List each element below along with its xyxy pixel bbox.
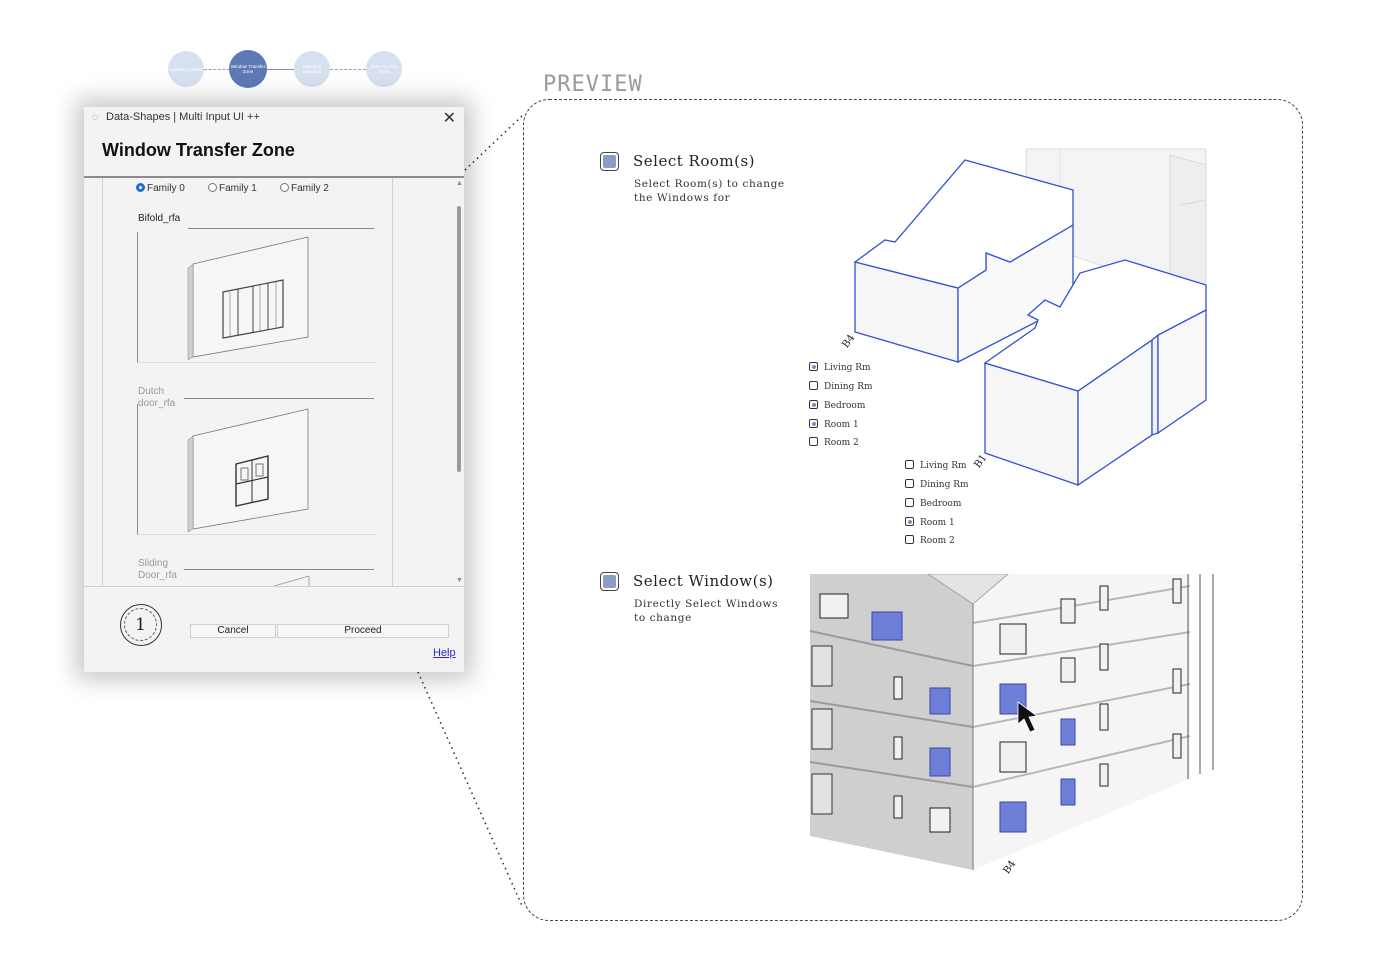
sliding-door-preview <box>273 575 310 586</box>
select-windows-title: Select Window(s) <box>633 572 774 590</box>
radio-family-2[interactable]: Family 2 <box>280 183 329 194</box>
scrollbar-thumb[interactable] <box>457 206 461 472</box>
title-bar: ◌ Data-Shapes | Multi Input UI ++ ✕ <box>84 107 464 129</box>
select-rooms-description: Select Room(s) to change the Windows for <box>634 177 785 205</box>
dutch-door-preview <box>187 408 309 533</box>
preview-label: PREVIEW <box>543 72 643 97</box>
family-scroll-area[interactable]: Family 0 Family 1 Family 2 Bifold_rfa Du… <box>84 178 464 586</box>
checkbox-checked-icon <box>809 362 818 371</box>
dialog-title: Window Transfer Zone <box>102 140 295 160</box>
room-label: Dining Rm <box>824 382 873 392</box>
checkbox-icon <box>809 437 818 446</box>
select-rooms-title: Select Room(s) <box>633 152 756 170</box>
label-rule <box>184 398 374 399</box>
select-windows-toggle[interactable] <box>600 572 619 591</box>
checkbox-checked-icon <box>809 400 818 409</box>
room-label: Bedroom <box>824 401 866 411</box>
room-option[interactable]: Dining Rm <box>905 479 969 490</box>
close-icon[interactable]: ✕ <box>442 110 456 127</box>
room-option[interactable]: Room 2 <box>905 535 955 546</box>
room-option[interactable]: Room 1 <box>809 419 859 430</box>
checkbox-icon <box>809 381 818 390</box>
room-blocks-isometric <box>853 148 1207 487</box>
select-rooms-toggle[interactable] <box>600 152 619 171</box>
room-label: Living Rm <box>824 363 871 373</box>
room-label: Room 1 <box>920 518 955 528</box>
room-block-b4 <box>853 159 1074 364</box>
checkbox-icon <box>905 498 914 507</box>
checkbox-checked-icon <box>809 419 818 428</box>
family-item-label: Sliding Door_rfa <box>138 558 177 581</box>
family-item-label: Bifold_rfa <box>138 213 181 224</box>
scroll-up-icon[interactable]: ▲ <box>456 180 463 187</box>
room-label: Room 2 <box>824 438 859 448</box>
radio-label: Family 0 <box>147 183 185 194</box>
cancel-button[interactable]: Cancel <box>190 624 276 638</box>
step-connector <box>266 69 294 70</box>
vertical-scrollbar[interactable]: ▲ ▼ <box>455 178 464 586</box>
proceed-button[interactable]: Proceed <box>277 624 449 638</box>
family-preview-image[interactable] <box>137 232 376 363</box>
building-facade-render <box>809 574 1214 870</box>
step-indicator: Existing Context Window Transfer Zone Ma… <box>168 50 404 89</box>
room-option[interactable]: Dining Rm <box>809 381 873 392</box>
checkbox-icon <box>905 535 914 544</box>
radio-label: Family 2 <box>291 183 329 194</box>
radio-label: Family 1 <box>219 183 257 194</box>
radio-icon <box>208 183 217 192</box>
app-icon: ◌ <box>92 112 98 123</box>
checkbox-icon <box>905 479 914 488</box>
room-label: Room 1 <box>824 420 859 430</box>
room-label: Dining Rm <box>920 480 969 490</box>
mouse-cursor-icon <box>1017 701 1039 733</box>
step-2-active[interactable]: Window Transfer Zone <box>229 50 267 88</box>
step-1[interactable]: Existing Context <box>168 51 204 87</box>
room-block-b1 <box>983 259 1207 487</box>
room-option[interactable]: Living Rm <box>809 362 871 373</box>
room-option[interactable]: Bedroom <box>809 400 865 411</box>
description-line: Select Room(s) to change <box>634 178 785 190</box>
step-3[interactable]: Matching Selection <box>294 51 330 87</box>
radio-family-0[interactable]: Family 0 <box>136 183 185 194</box>
step-connector <box>204 69 230 70</box>
checkbox-icon <box>905 460 914 469</box>
room-option[interactable]: Room 1 <box>905 517 955 528</box>
label-rule <box>184 569 374 570</box>
step-number: 1 <box>124 608 157 641</box>
preview-panel <box>523 99 1303 921</box>
description-line: the Windows for <box>634 192 731 204</box>
select-windows-description: Directly Select Windows to change <box>634 597 778 625</box>
scroll-down-icon[interactable]: ▼ <box>456 577 463 584</box>
panel-border <box>392 178 393 586</box>
header-divider <box>84 176 464 178</box>
room-option[interactable]: Bedroom <box>905 498 961 509</box>
step-connector <box>330 69 366 70</box>
label-rule <box>188 228 374 229</box>
window-title: Data-Shapes | Multi Input UI ++ <box>106 111 260 123</box>
room-option[interactable]: Room 2 <box>809 437 859 448</box>
radio-selected-icon <box>136 183 145 192</box>
step-number-badge: 1 <box>120 604 162 646</box>
family-preview-image[interactable] <box>137 404 376 535</box>
bifold-door-preview <box>187 236 309 361</box>
radio-icon <box>280 183 289 192</box>
checkbox-checked-icon <box>905 517 914 526</box>
radio-family-1[interactable]: Family 1 <box>208 183 257 194</box>
room-label: Living Rm <box>920 461 967 471</box>
footer-divider <box>84 586 464 587</box>
description-line: Directly Select Windows <box>634 598 779 610</box>
step-4[interactable]: Start Transfer Zone <box>366 51 402 87</box>
room-label: Room 2 <box>920 536 955 546</box>
room-label: Bedroom <box>920 499 962 509</box>
description-line: to change <box>634 612 692 624</box>
room-option[interactable]: Living Rm <box>905 460 967 471</box>
family-item-label: Dutch door_rfa <box>138 386 176 409</box>
help-link[interactable]: Help <box>433 647 456 659</box>
multi-input-dialog: ◌ Data-Shapes | Multi Input UI ++ ✕ Wind… <box>84 107 464 672</box>
panel-border <box>102 178 103 586</box>
